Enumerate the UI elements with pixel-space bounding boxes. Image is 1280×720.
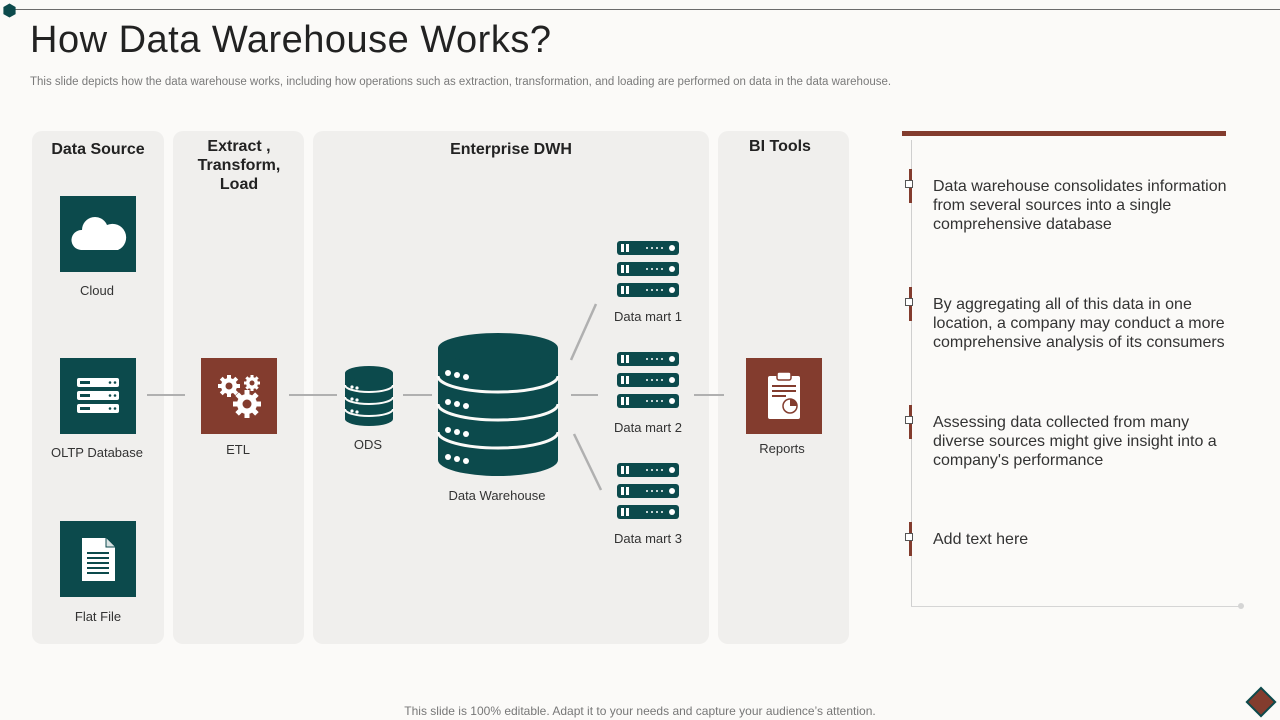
timeline-end-dot <box>1238 603 1244 609</box>
data-warehouse-icon <box>436 333 560 476</box>
data-mart-3-label: Data mart 3 <box>614 531 682 546</box>
column-title-enterprise-dwh: Enterprise DWH <box>450 141 572 158</box>
data-mart-3-icon <box>617 463 679 519</box>
point-4: Add text here <box>933 531 1029 548</box>
column-title-etl: Extract , Transform, Load <box>197 138 281 193</box>
timeline-marker-1 <box>905 169 913 203</box>
diamond-logo-icon <box>1245 686 1277 718</box>
point-3: Assessing data collected from many diver… <box>933 414 1217 469</box>
top-rule <box>10 9 1280 10</box>
accent-bar <box>902 131 1226 136</box>
cloud-label: Cloud <box>80 283 114 298</box>
data-mart-1-icon <box>617 241 679 297</box>
cloud-tile <box>60 196 136 272</box>
connector-etl-ods <box>289 394 337 396</box>
connector-ods-warehouse <box>403 394 432 396</box>
etl-tile <box>201 358 277 434</box>
ods-label: ODS <box>353 437 383 452</box>
connector-mart2-reports <box>694 394 724 396</box>
etl-label: ETL <box>226 442 250 457</box>
connector-oltp-etl <box>147 394 185 396</box>
timeline-marker-2 <box>905 287 913 321</box>
reports-tile <box>746 358 822 434</box>
timeline-baseline <box>911 606 1241 607</box>
data-mart-2-icon <box>617 352 679 408</box>
gears-icon <box>201 358 277 434</box>
timeline-line <box>911 140 912 607</box>
data-mart-2-label: Data mart 2 <box>614 420 682 435</box>
page-subtitle: This slide depicts how the data warehous… <box>30 76 892 88</box>
column-title-data-source: Data Source <box>51 141 145 158</box>
timeline-marker-4 <box>905 522 913 556</box>
oltp-database-label: OLTP Database <box>50 445 143 460</box>
reports-label: Reports <box>759 441 805 456</box>
flat-file-tile <box>60 521 136 597</box>
footer-note: This slide is 100% editable. Adapt it to… <box>404 704 876 718</box>
clipboard-report-icon <box>746 358 822 434</box>
data-warehouse-label: Data Warehouse <box>448 488 546 503</box>
document-icon <box>60 521 136 597</box>
ods-database-icon <box>344 366 394 426</box>
column-title-bi-tools: BI Tools <box>749 138 811 155</box>
hexagon-icon <box>3 3 16 18</box>
page-title: How Data Warehouse Works? <box>30 19 552 61</box>
point-2: By aggregating all of this data in one l… <box>933 296 1225 351</box>
flat-file-label: Flat File <box>74 609 122 624</box>
oltp-database-tile <box>60 358 136 434</box>
data-mart-1-label: Data mart 1 <box>614 309 682 324</box>
connector-warehouse-mart2 <box>571 394 598 396</box>
point-1: Data warehouse consolidates information … <box>933 178 1227 233</box>
cloud-icon <box>60 196 136 272</box>
timeline-marker-3 <box>905 405 913 439</box>
server-icon <box>60 358 136 434</box>
connector-warehouse-marts <box>569 303 603 491</box>
